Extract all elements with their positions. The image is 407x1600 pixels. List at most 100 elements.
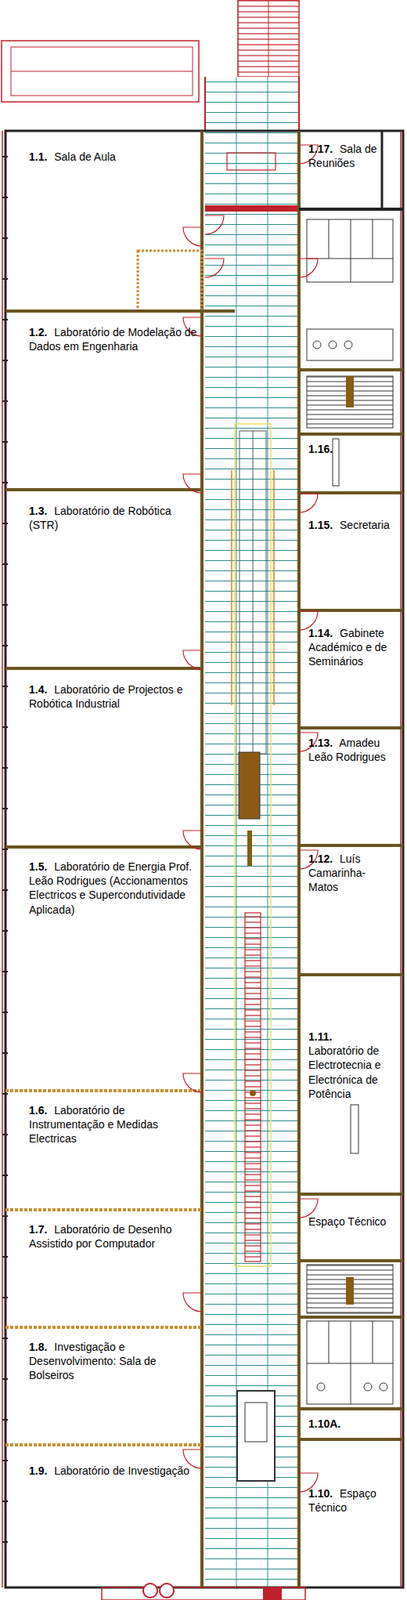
corridor-wall xyxy=(204,76,206,131)
landing-block xyxy=(238,751,260,818)
window-mark xyxy=(2,1498,8,1501)
room-label: 1.5. Laboratório de Energia Prof. Leão R… xyxy=(28,858,198,916)
room-number: 1.9. xyxy=(28,1462,47,1476)
room: 1.7. Laboratório de Desenho Assistido po… xyxy=(5,1208,202,1326)
door-swing xyxy=(298,1197,318,1217)
room-label: 1.8. Investigação e Desenvolvimento: Sal… xyxy=(28,1338,198,1382)
door-swing xyxy=(183,829,202,849)
room-label: 1.7. Laboratório de Desenho Assistido po… xyxy=(28,1221,198,1250)
room-label: 1.6. Laboratório de Instrumentação e Med… xyxy=(28,1102,198,1146)
window-mark xyxy=(2,155,8,158)
room-name: Sala de Aula xyxy=(54,150,116,163)
rail xyxy=(273,469,275,705)
room: 1.2. Laboratório de Modelação de Dados e… xyxy=(5,310,202,490)
room-number: 1.10A. xyxy=(308,1415,341,1429)
room-label: 1.2. Laboratório de Modelação de Dados e… xyxy=(28,324,198,353)
elevator-shaft xyxy=(237,1389,275,1480)
porch xyxy=(226,152,276,170)
window-mark xyxy=(2,318,8,321)
cabinet xyxy=(350,1103,359,1153)
porch-wall xyxy=(205,205,299,212)
corridor-floor xyxy=(205,76,299,1588)
corridor-line xyxy=(267,76,269,1588)
doors xyxy=(183,144,318,1491)
stairs xyxy=(306,1263,393,1312)
window-mark xyxy=(2,929,8,931)
entrance-step xyxy=(101,1585,306,1599)
room-label: 1.17. Sala de Reuniões xyxy=(308,141,378,170)
room: 1.13. Amadeu Leão Rodrigues xyxy=(298,727,398,845)
room-name: Laboratório de Investigação xyxy=(54,1462,190,1476)
corridor-wall xyxy=(200,130,204,1586)
window-mark xyxy=(2,1539,8,1542)
rail xyxy=(230,469,233,705)
window-mark xyxy=(2,1458,8,1460)
room-number: 1.11. xyxy=(308,1029,332,1042)
window-mark xyxy=(2,603,8,606)
room-name: Laboratório de Electrotecnia e Electróni… xyxy=(308,1043,382,1099)
window-mark xyxy=(2,440,8,443)
door-swing xyxy=(205,258,224,278)
room: 1.17. Sala de Reuniões xyxy=(298,130,382,209)
room-number: 1.15. xyxy=(308,518,333,531)
stairs xyxy=(306,375,393,428)
room: 1.5. Laboratório de Energia Prof. Leão R… xyxy=(5,846,202,1090)
room-number: 1.14. xyxy=(308,626,333,639)
room: 1.14. Gabinete Académico e de Seminários xyxy=(298,609,398,728)
room-name: Espaço Técnico xyxy=(308,1213,386,1227)
room: 1.15. Secretaria xyxy=(298,492,398,610)
room-number: 1.6. xyxy=(28,1102,47,1116)
column xyxy=(247,829,253,865)
room-label: 1.10. Espaço Técnico xyxy=(308,1484,393,1513)
window-mark xyxy=(2,1051,8,1053)
room-number: 1.1. xyxy=(28,150,47,163)
room-label: 1.16. xyxy=(308,441,393,456)
room-label: Espaço Técnico xyxy=(308,1213,393,1228)
window-mark xyxy=(2,684,8,687)
window-mark xyxy=(2,969,8,972)
window-mark xyxy=(2,359,8,361)
room-label: 1.15. Secretaria xyxy=(308,517,393,532)
door-swing xyxy=(183,1291,202,1311)
room: 1.6. Laboratório de Instrumentação e Med… xyxy=(5,1089,202,1209)
room-name: Laboratório de Desenho Assistido por Com… xyxy=(28,1221,172,1249)
room-label: 1.1. Sala de Aula xyxy=(28,149,198,164)
room-name: Secretaria xyxy=(339,518,390,531)
outer-line xyxy=(1,130,4,1586)
window-mark xyxy=(2,1173,8,1175)
partition xyxy=(381,130,384,209)
room-name: Laboratório de Instrumentação e Medidas … xyxy=(28,1102,159,1144)
window-mark xyxy=(2,481,8,483)
room: 1.4. Laboratório de Projectos e Robótica… xyxy=(5,667,202,847)
outer-wall xyxy=(5,130,404,1586)
corridor-wall xyxy=(297,130,301,1586)
window-mark xyxy=(2,1336,8,1338)
windows xyxy=(2,156,8,1541)
window-mark xyxy=(2,562,8,565)
room-label: 1.14. Gabinete Académico e de Seminários xyxy=(308,625,393,669)
window-mark xyxy=(2,888,8,890)
room-number: 1.12. xyxy=(308,851,333,865)
door-swing xyxy=(298,493,318,512)
window-mark xyxy=(2,277,8,280)
stairs-rail xyxy=(268,0,270,77)
corridor-line xyxy=(236,76,238,1588)
room-number: 1.16. xyxy=(308,442,333,455)
room-number: 1.5. xyxy=(28,859,47,872)
window-mark xyxy=(2,847,8,850)
door-frame xyxy=(262,1585,282,1599)
right-dividers xyxy=(298,208,404,1438)
void-outline xyxy=(234,423,271,1265)
door-swing xyxy=(183,1072,202,1092)
window-mark xyxy=(2,196,8,199)
door-swing xyxy=(298,258,318,278)
room-label: 1.4. Laboratório de Projectos e Robótica… xyxy=(28,681,198,710)
room-number: 1.8. xyxy=(28,1339,47,1352)
bollard xyxy=(159,1581,174,1596)
left-dividers xyxy=(5,310,235,1444)
window-mark xyxy=(2,766,8,768)
room-label: 1.10A. xyxy=(308,1415,393,1430)
window-mark xyxy=(2,1132,8,1135)
